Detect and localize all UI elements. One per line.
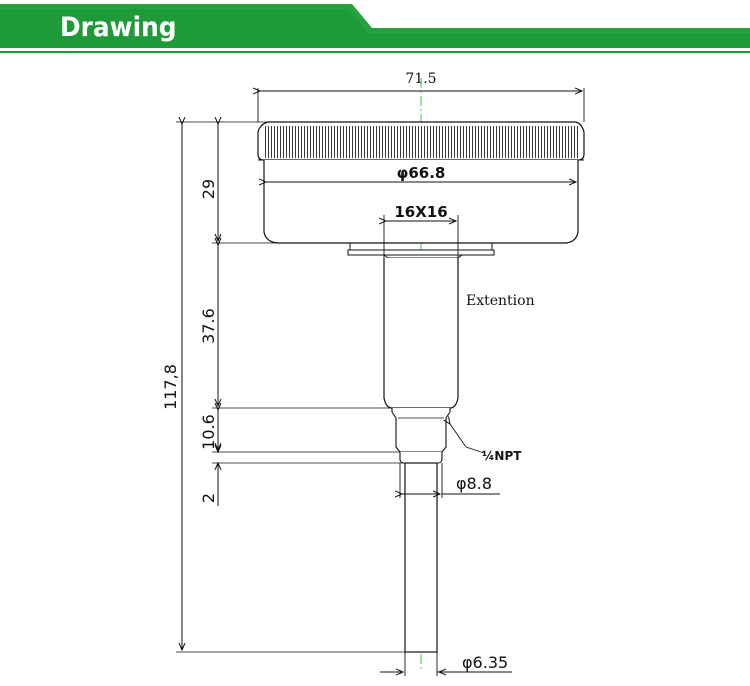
dim-overall-width-label: 71.5 [405,71,436,87]
vertical-extension-lines [176,121,405,653]
dim-head-height: 29 [199,124,218,241]
dim-thread-length: 10.6 [199,410,218,450]
shoulder [399,452,443,464]
back-collar [347,243,495,259]
gauge-bezel [257,121,585,161]
npt-thread [391,408,451,453]
dim-overall-width: 71.5 [258,71,585,122]
thread-callout: ¼NPT [450,424,522,463]
dim-total-height-label: 117,8 [161,364,180,410]
header-band [0,4,750,53]
dim-shoulder-length-label: 2 [199,493,218,503]
dim-extension-length: 37.6 [199,245,218,406]
thread-label: ¼NPT [482,449,522,463]
dim-thread-length-label: 10.6 [199,414,218,450]
dim-probe-diameter: φ6.35 [380,652,512,676]
dim-hex-label: 16X16 [394,203,447,221]
dim-case-diameter-label: φ66.8 [397,164,446,182]
dim-case-diameter: φ66.8 [266,164,576,182]
extension-label: Extention [466,293,535,309]
technical-drawing: 71.5 φ66.8 16X16 Extention ¼NPT φ8.8 φ6.… [161,71,585,676]
section-header: Drawing [0,0,750,60]
dim-total-height: 117,8 [161,124,182,650]
probe-stem [404,462,438,653]
dim-stem-diameter: φ8.8 [400,463,500,498]
dim-hex: 16X16 [384,203,459,258]
dim-extension-length-label: 37.6 [199,308,218,344]
dim-stem-diameter-label: φ8.8 [456,474,492,493]
dim-probe-diameter-label: φ6.35 [462,653,508,672]
dim-head-height-label: 29 [199,179,218,199]
header-title: Drawing [60,12,177,43]
extension-tube [383,258,459,409]
dim-shoulder-length: 2 [199,444,218,506]
